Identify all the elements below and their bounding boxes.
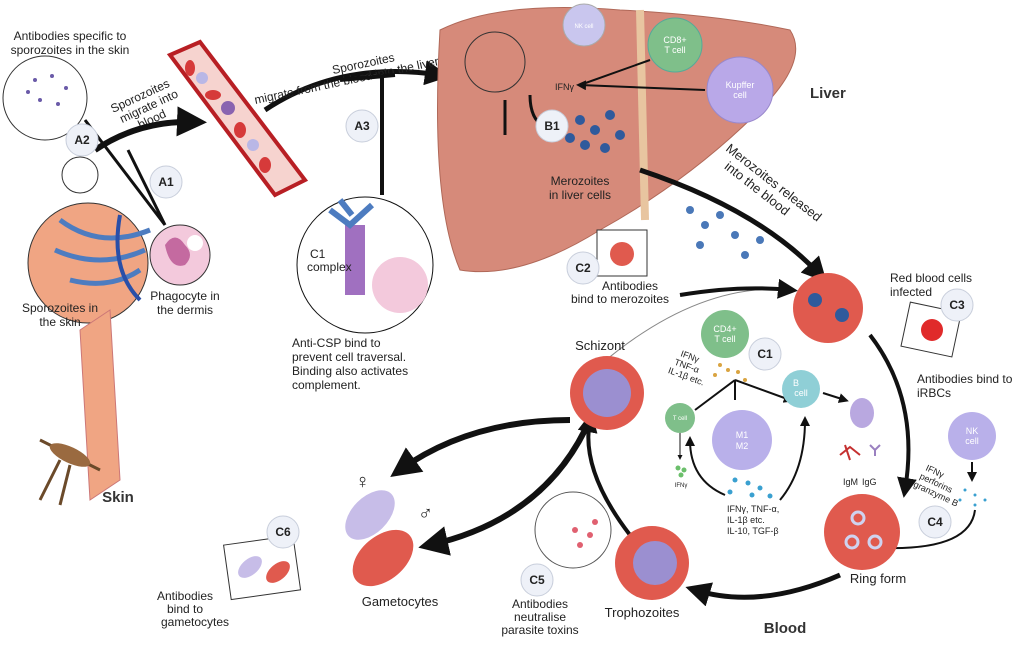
cytokines1-label: IFNγTNF-αIL-1β etc. xyxy=(667,346,713,387)
kupffer-cell xyxy=(706,56,774,124)
svg-text:C3: C3 xyxy=(949,298,965,312)
badge-c2: C2 xyxy=(566,251,600,285)
antibody-zoom-circle xyxy=(2,55,88,141)
badge-c3: C3 xyxy=(940,288,974,322)
igg-label: IgG xyxy=(862,477,877,487)
ifn-small-label: IFNγ xyxy=(675,483,688,489)
infected-rbc xyxy=(793,273,863,343)
svg-text:C1: C1 xyxy=(757,347,773,361)
female-symbol: ♀ xyxy=(355,471,370,493)
trophozoites-label: Trophozoites xyxy=(605,605,680,620)
t-cell xyxy=(665,403,695,433)
nk-cell-blood xyxy=(948,412,996,460)
inhibit-lines xyxy=(83,119,167,226)
cytokines2-label: IFNγ, TNF-α,IL-1β etc.IL-10, TGF-β xyxy=(727,504,779,536)
svg-text:C6: C6 xyxy=(275,525,291,539)
svg-text:C2: C2 xyxy=(575,261,591,275)
macrophage xyxy=(712,410,772,470)
igm-icon xyxy=(839,444,861,461)
released-arrow xyxy=(639,167,827,283)
c6-box xyxy=(223,534,302,601)
male-gametocyte xyxy=(352,529,414,587)
svg-text:CD8+T cell: CD8+T cell xyxy=(663,35,686,55)
igg-icon xyxy=(869,444,881,456)
skin-strip xyxy=(79,309,121,501)
badge-c4: C4 xyxy=(918,505,952,539)
skin-title: Skin xyxy=(102,489,134,506)
ring-form-cell xyxy=(824,494,900,570)
svg-text:C4: C4 xyxy=(927,515,943,529)
sporozoite-liver-circle xyxy=(464,31,526,93)
male-symbol: ♂ xyxy=(418,503,433,525)
cd8-t-cell xyxy=(647,17,703,73)
badge-c5: C5 xyxy=(520,563,554,597)
svg-text:A2: A2 xyxy=(74,133,90,147)
plasma-cell xyxy=(850,398,874,428)
svg-text:C5: C5 xyxy=(529,573,545,587)
svg-text:NK cell: NK cell xyxy=(574,24,593,30)
b-cell xyxy=(782,370,820,408)
female-gametocyte xyxy=(345,490,395,540)
svg-text:T cell: T cell xyxy=(673,416,687,422)
badge-a3: A3 xyxy=(345,109,379,143)
liver-title: Liver xyxy=(810,85,846,102)
cd4-t-cell xyxy=(701,310,749,358)
merozoites-cluster xyxy=(565,110,625,153)
badge-c1-complex: C1 xyxy=(748,337,782,371)
igm-label: IgM xyxy=(843,477,858,487)
to-blood-arrow xyxy=(93,106,207,153)
svg-text:CD4+T cell: CD4+T cell xyxy=(713,324,736,344)
badge-c6: C6 xyxy=(266,515,300,549)
ifn-liver-label: IFNγ xyxy=(555,82,574,92)
ring-form-label: Ring form xyxy=(850,571,906,586)
free-merozoites xyxy=(686,206,764,259)
released-label: Merozoites releasedinto the blood xyxy=(714,141,825,237)
svg-text:A3: A3 xyxy=(354,119,370,133)
gametocytes-label: Gametocytes xyxy=(362,594,439,609)
blood-title: Blood xyxy=(764,620,807,637)
a3-inhibit xyxy=(339,73,396,195)
liver-shape xyxy=(437,7,797,273)
antibody-icons xyxy=(26,74,68,106)
svg-text:A1: A1 xyxy=(158,175,174,189)
svg-text:B1: B1 xyxy=(544,119,560,133)
badge-a1: A1 xyxy=(149,165,183,199)
to-liver-arrow xyxy=(263,60,450,113)
schizont-label: Schizont xyxy=(575,338,625,353)
badge-a2: A2 xyxy=(65,123,99,157)
blood-vessel xyxy=(166,39,309,198)
badge-b1: B1 xyxy=(535,109,569,143)
nk-cell-liver xyxy=(562,3,606,47)
